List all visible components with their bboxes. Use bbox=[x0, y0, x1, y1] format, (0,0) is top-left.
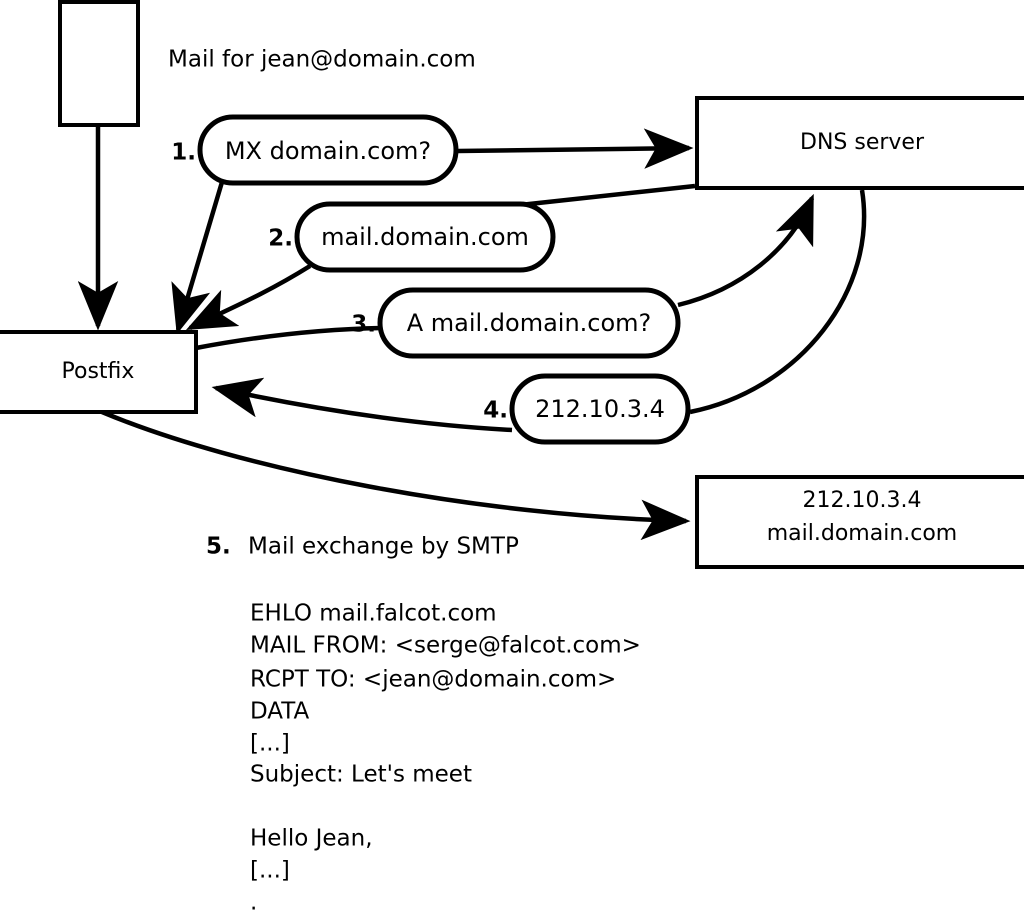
edge-mx-bubble-tail bbox=[171, 181, 225, 335]
edge-postfix-to-a-query bbox=[195, 325, 383, 351]
diagram-title: Mail for jean@domain.com bbox=[168, 47, 476, 73]
sender-box bbox=[58, 0, 140, 127]
step-5-number: 5. bbox=[206, 534, 231, 560]
step-1-number: 1. bbox=[171, 140, 196, 166]
transcript-line: [...] bbox=[250, 731, 290, 757]
step-4-bubble bbox=[509, 373, 691, 445]
transcript-line: . bbox=[250, 890, 257, 916]
edge-mx-answer-to-postfix bbox=[185, 264, 312, 331]
transcript-line: [...] bbox=[250, 858, 290, 884]
smtp-transcript: EHLO mail.falcot.com MAIL FROM: <serge@f… bbox=[250, 601, 641, 916]
step-2-number: 2. bbox=[268, 226, 293, 252]
step-4-label: 212.10.3.4 bbox=[535, 395, 665, 423]
step-4-number: 4. bbox=[483, 398, 508, 424]
step-3-number: 3. bbox=[351, 312, 376, 338]
transcript-line: EHLO mail.falcot.com bbox=[250, 601, 497, 627]
postfix-label: Postfix bbox=[62, 359, 135, 384]
transcript-line: Hello Jean, bbox=[250, 826, 373, 852]
edge-dns-to-a-answer bbox=[689, 189, 867, 415]
step-3-bubble bbox=[377, 287, 681, 359]
postfix-box bbox=[0, 330, 198, 414]
edge-mx-query-to-dns bbox=[457, 128, 694, 169]
edge-postfix-to-target-smtp bbox=[101, 409, 691, 541]
step-3-label: A mail.domain.com? bbox=[407, 309, 652, 337]
transcript-line: MAIL FROM: <serge@falcot.com> bbox=[250, 633, 641, 659]
transcript-line: Subject: Let's meet bbox=[250, 762, 472, 788]
edge-dns-to-mx-answer bbox=[519, 183, 696, 208]
step-2-label: mail.domain.com bbox=[321, 223, 529, 251]
transcript-line: RCPT TO: <jean@domain.com> bbox=[250, 667, 616, 693]
edge-a-answer-to-postfix bbox=[211, 377, 513, 433]
step-1-bubble bbox=[197, 114, 459, 186]
transcript-line: DATA bbox=[250, 699, 310, 725]
target-server-hostname: mail.domain.com bbox=[767, 521, 958, 546]
edge-a-query-to-dns bbox=[677, 193, 815, 308]
target-server-ip: 212.10.3.4 bbox=[803, 488, 922, 513]
step-2-bubble bbox=[294, 201, 556, 273]
dns-server-box bbox=[695, 96, 1024, 190]
step-1-label: MX domain.com? bbox=[225, 137, 431, 165]
target-server-box bbox=[695, 475, 1024, 569]
step-5-label: Mail exchange by SMTP bbox=[248, 534, 519, 560]
dns-server-label: DNS server bbox=[800, 130, 925, 155]
